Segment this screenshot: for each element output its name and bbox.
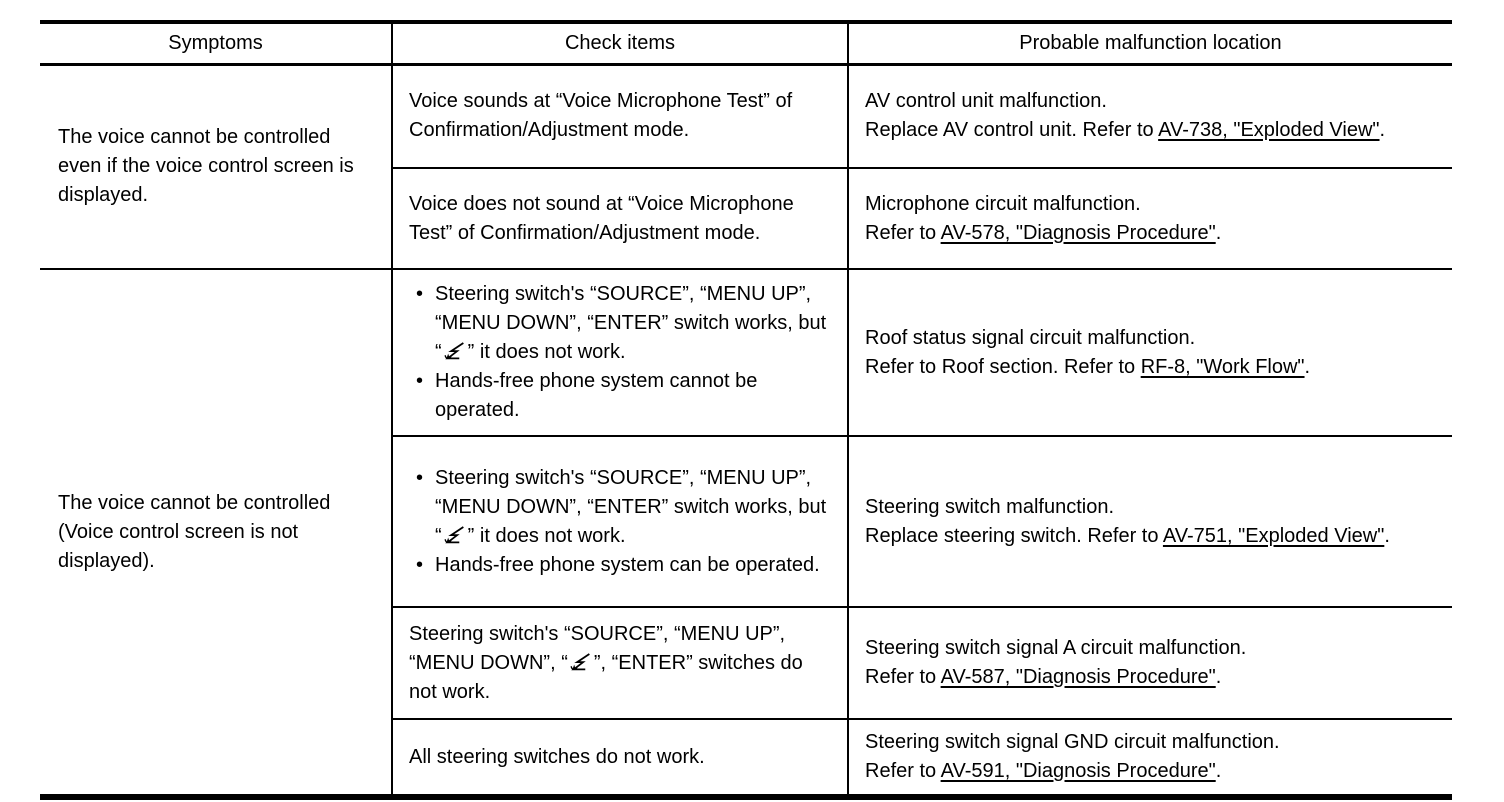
malfunction-location-cell: AV control unit malfunction. Replace AV … [847,64,1452,169]
check-item-text: Steering switch's “SOURCE”, “MENU UP”, “… [409,622,803,703]
symptom-cell: The voice cannot be controlled (Voice co… [40,269,392,798]
location-line: Replace AV control unit. Refer to AV-738… [865,119,1386,142]
reference-link[interactable]: AV-751, "Exploded View" [1162,524,1385,547]
check-items-cell: All steering switches do not work. [391,719,848,797]
reference-link[interactable]: RF-8, "Work Flow" [1140,355,1305,378]
check-items-cell: Steering switch's “SOURCE”, “MENU UP”, “… [391,436,848,608]
location-line: Refer to AV-578, "Diagnosis Procedure". [865,221,1222,244]
voice-command-icon [570,652,590,670]
check-items-cell: Voice does not sound at “Voice Microphon… [391,168,848,270]
column-header-check-items: Check items [391,22,848,66]
location-line: Refer to AV-591, "Diagnosis Procedure". [865,760,1222,782]
location-line: AV control unit malfunction. [865,90,1107,113]
table-row: Voice does not sound at “Voice Microphon… [40,168,1452,270]
column-header-symptoms: Symptoms [40,22,392,66]
check-item-bullet: Hands-free phone system cannot be operat… [409,367,833,425]
check-item-text: Voice does not sound at “Voice Microphon… [409,192,794,244]
reference-link[interactable]: AV-738, "Exploded View" [1158,119,1380,142]
check-items-cell: Steering switch's “SOURCE”, “MENU UP”, “… [391,269,848,437]
location-line: Replace steering switch. Refer to AV-751… [865,524,1390,547]
diagnosis-table: Symptoms Check items Probable malfunctio… [40,20,1452,800]
check-item-text: All steering switches do not work. [409,745,705,768]
check-item-bullet: Steering switch's “SOURCE”, “MENU UP”, “… [409,464,833,551]
voice-command-icon [444,342,464,360]
malfunction-location-cell: Steering switch signal A circuit malfunc… [847,607,1452,720]
location-line: Steering switch malfunction. [865,495,1115,518]
location-line: Refer to Roof section. Refer to RF-8, "W… [865,355,1311,378]
malfunction-location-cell: Steering switch signal GND circuit malfu… [847,719,1452,797]
malfunction-location-cell: Steering switch malfunction. Replace ste… [847,436,1452,608]
location-line: Steering switch signal A circuit malfunc… [865,637,1247,659]
reference-link[interactable]: AV-587, "Diagnosis Procedure" [940,666,1216,688]
reference-link[interactable]: AV-578, "Diagnosis Procedure" [940,221,1216,244]
check-item-bullet: Hands-free phone system can be operated. [409,551,833,580]
reference-link[interactable]: AV-591, "Diagnosis Procedure" [940,760,1216,782]
check-items-cell: Steering switch's “SOURCE”, “MENU UP”, “… [391,607,848,720]
malfunction-location-cell: Microphone circuit malfunction. Refer to… [847,168,1452,270]
check-items-cell: Voice sounds at “Voice Microphone Test” … [391,64,848,169]
table-row: The voice cannot be controlled even if t… [40,64,1452,270]
check-item-bullet: Steering switch's “SOURCE”, “MENU UP”, “… [409,280,833,367]
location-line: Refer to AV-587, "Diagnosis Procedure". [865,666,1222,688]
location-line: Roof status signal circuit malfunction. [865,326,1196,349]
table-row: Steering switch's “SOURCE”, “MENU UP”, “… [40,436,1452,608]
location-line: Microphone circuit malfunction. [865,192,1141,215]
column-header-probable-malfunction-location: Probable malfunction location [847,22,1452,66]
voice-command-icon [444,525,464,543]
table-row: All steering switches do not work. Steer… [40,719,1452,797]
table-row: Steering switch's “SOURCE”, “MENU UP”, “… [40,607,1452,720]
header-row: Symptoms Check items Probable malfunctio… [40,22,1452,66]
table-row: The voice cannot be controlled (Voice co… [40,269,1452,798]
check-item-text: Voice sounds at “Voice Microphone Test” … [409,90,793,142]
symptom-cell: The voice cannot be controlled even if t… [40,64,392,270]
location-line: Steering switch signal GND circuit malfu… [865,731,1280,753]
malfunction-location-cell: Roof status signal circuit malfunction. … [847,269,1452,437]
